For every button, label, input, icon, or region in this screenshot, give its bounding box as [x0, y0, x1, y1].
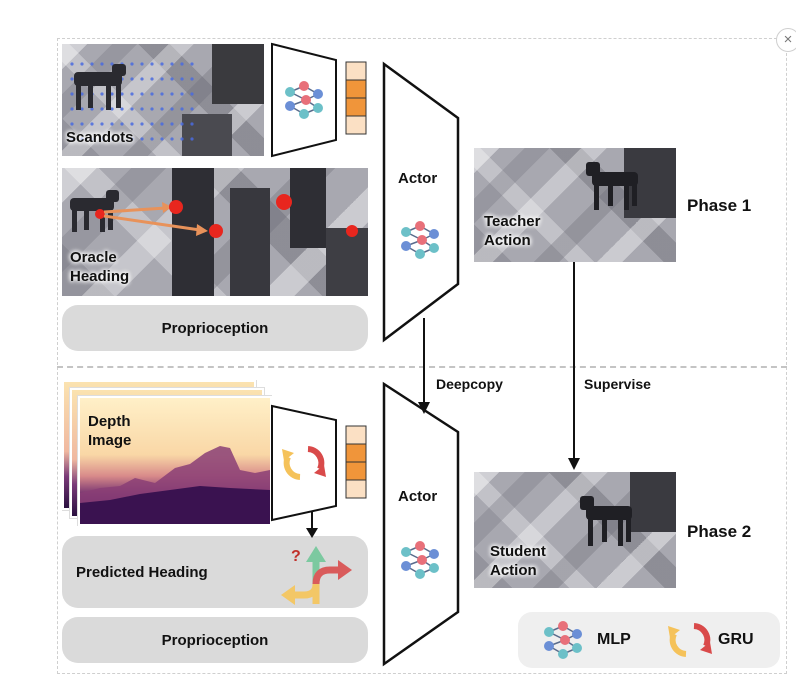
proprioception-pill-phase2: Proprioception [62, 617, 368, 663]
legend-mlp-label: MLP [597, 631, 631, 648]
mlp-icon-actor2 [401, 541, 439, 579]
phase-divider [57, 366, 787, 368]
mlp-icon-encoder [285, 81, 323, 119]
latent-tokens-phase1 [345, 61, 367, 135]
teacher-action-image: Teacher Action [474, 148, 676, 262]
supervise-label: Supervise [584, 376, 651, 392]
teacher-action-label: Teacher Action [484, 213, 541, 249]
proprioception-pill-phase1: Proprioception [62, 305, 368, 351]
robot-dog-icon [586, 162, 638, 210]
oracle-heading-image: Oracle Heading [62, 168, 368, 296]
mlp-icon-actor1 [401, 221, 439, 259]
student-action-label: Student Action [490, 543, 546, 579]
depth-terrain-silhouette [80, 446, 270, 524]
oracle-heading-label: Oracle Heading [70, 249, 130, 285]
robot-dog-icon [74, 64, 126, 110]
legend-gru-label: GRU [718, 631, 754, 648]
scandots-image: Scandots [62, 44, 264, 156]
oracle-heading-overlay [70, 190, 358, 238]
robot-dog-icon [580, 496, 632, 546]
actor-phase2 [382, 381, 460, 667]
latent-tokens-phase2 [345, 425, 367, 499]
close-button[interactable]: × [776, 28, 796, 52]
figure-frame [57, 38, 787, 674]
student-action-image: Student Action [474, 472, 676, 588]
deepcopy-label: Deepcopy [436, 376, 503, 392]
depth-image-stack: Depth Image [62, 380, 272, 526]
predicted-heading-label: Predicted Heading [76, 563, 208, 581]
actor-phase1 [382, 61, 460, 343]
depth-image-label: Depth Image [88, 413, 132, 449]
actor-label-phase1: Actor [398, 170, 438, 187]
phase1-label: Phase 1 [687, 196, 752, 215]
robot-dog-icon [70, 190, 119, 232]
depth-encoder [271, 404, 337, 522]
scandots-points [70, 62, 194, 141]
predicted-heading-question-mark: ? [291, 548, 301, 565]
phase2-label: Phase 2 [687, 522, 752, 541]
actor-label-phase2: Actor [398, 488, 438, 505]
gru-icon-encoder [282, 446, 326, 480]
scandots-label: Scandots [66, 129, 134, 146]
